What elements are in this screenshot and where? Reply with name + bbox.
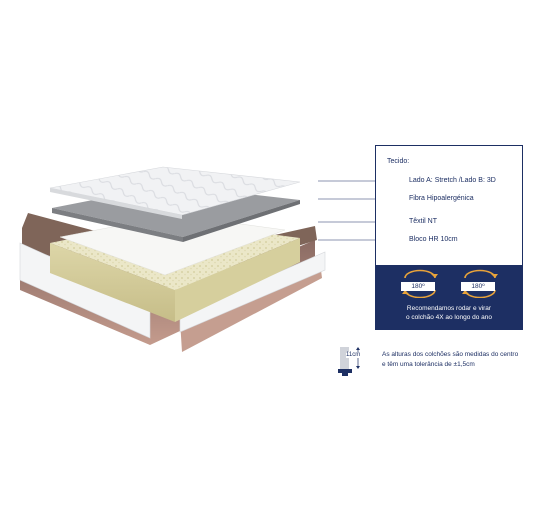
mattress-height-icon <box>338 347 360 376</box>
rotation-text-line2: o colchão 4X ao longo do ano <box>405 314 492 321</box>
legend-label-fabric: Lado A: Stretch /Lado B: 3D <box>409 177 496 184</box>
legend-heading: Tecido: <box>387 158 410 165</box>
legend-label-fiber: Fibra Hipoalergénica <box>409 195 474 202</box>
height-tolerance-note: As alturas dos colchões são medidas do c… <box>382 351 519 368</box>
legend-label-foam: Bloco HR 10cm <box>409 236 458 243</box>
top-fabric-layer <box>49 166 301 219</box>
rotation-recommendation-box: 180º 180º Recomendamos rodar e virar o c… <box>375 265 523 330</box>
height-value-label: 11cm <box>346 352 361 358</box>
legend-label-textile: Têxtil NT <box>409 218 437 225</box>
rotate-arrows-icon <box>402 269 498 298</box>
rotation-text-line1: Recomendamos rodar e virar <box>406 305 492 312</box>
rotate-badge-left: 180º <box>401 282 435 291</box>
rotate-badge-right: 180º <box>461 282 495 291</box>
